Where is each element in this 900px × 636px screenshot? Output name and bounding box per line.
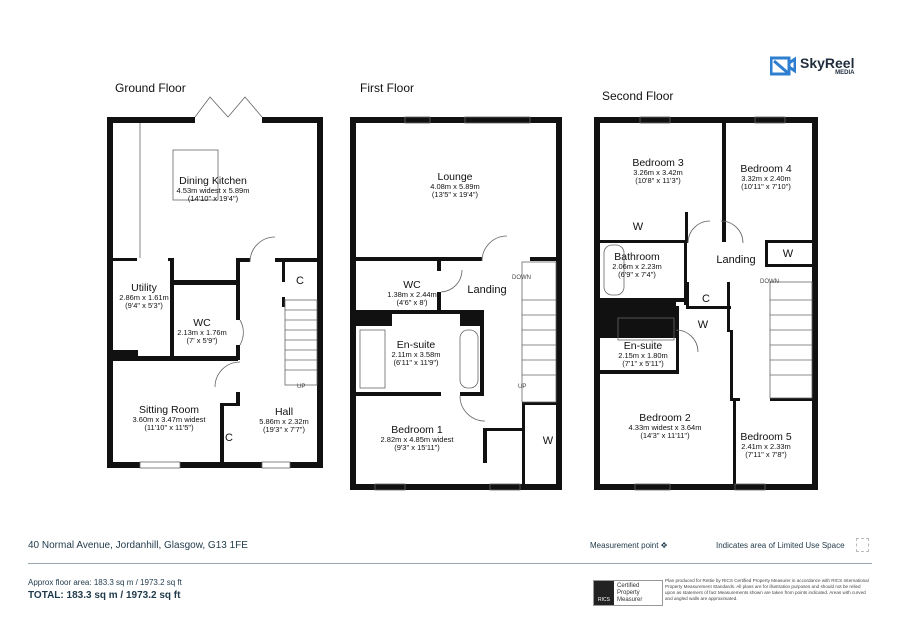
- measurement-point-icon: ✥: [660, 541, 668, 550]
- ground-floor-walls: [107, 117, 323, 468]
- stairs-down-label: DOWN: [512, 275, 531, 281]
- cupboard-label: C: [702, 293, 710, 305]
- rics-logo: RICS: [594, 581, 614, 605]
- second-floor-walls: [594, 117, 818, 490]
- first-floor-title: First Floor: [360, 81, 414, 95]
- stairs-down-label: DOWN: [760, 279, 779, 285]
- stairs-up-label: UP: [297, 384, 306, 390]
- wardrobe-label: W: [632, 221, 644, 233]
- ground-floor-fixtures: [139, 96, 318, 469]
- disclaimer-text: Plan produced for Rettie by RICS Certifi…: [665, 578, 869, 601]
- total-floor-area: TOTAL: 183.3 sq m / 1973.2 sq ft: [28, 590, 181, 601]
- second-floor-title: Second Floor: [602, 89, 674, 103]
- wardrobe-label: W: [697, 319, 709, 331]
- ground-floor-title: Ground Floor: [115, 81, 186, 95]
- measurement-point-legend: Measurement point ✥: [590, 541, 668, 550]
- landing-label: Landing: [467, 284, 507, 296]
- limited-use-swatch: [856, 538, 869, 552]
- first-floor-fixtures: [359, 116, 557, 491]
- limited-use-legend: Indicates area of Limited Use Space: [716, 541, 845, 550]
- property-address: 40 Normal Avenue, Jordanhill, Glasgow, G…: [28, 540, 248, 551]
- landing-label: Landing: [716, 254, 756, 266]
- stairs-up-label: UP: [518, 384, 527, 390]
- approx-floor-area: Approx floor area: 183.3 sq m / 1973.2 s…: [28, 578, 182, 587]
- cupboard-label: C: [225, 432, 233, 444]
- first-floor-walls: [350, 117, 562, 490]
- skyreel-logo: SkyReel MEDIA: [770, 55, 854, 77]
- second-floor-fixtures: [603, 116, 813, 491]
- cupboard-label: C: [296, 275, 304, 287]
- wardrobe-label: W: [782, 248, 794, 260]
- footer-divider: [28, 563, 872, 564]
- logo-mark-icon: [770, 56, 796, 76]
- wardrobe-label: W: [542, 435, 554, 447]
